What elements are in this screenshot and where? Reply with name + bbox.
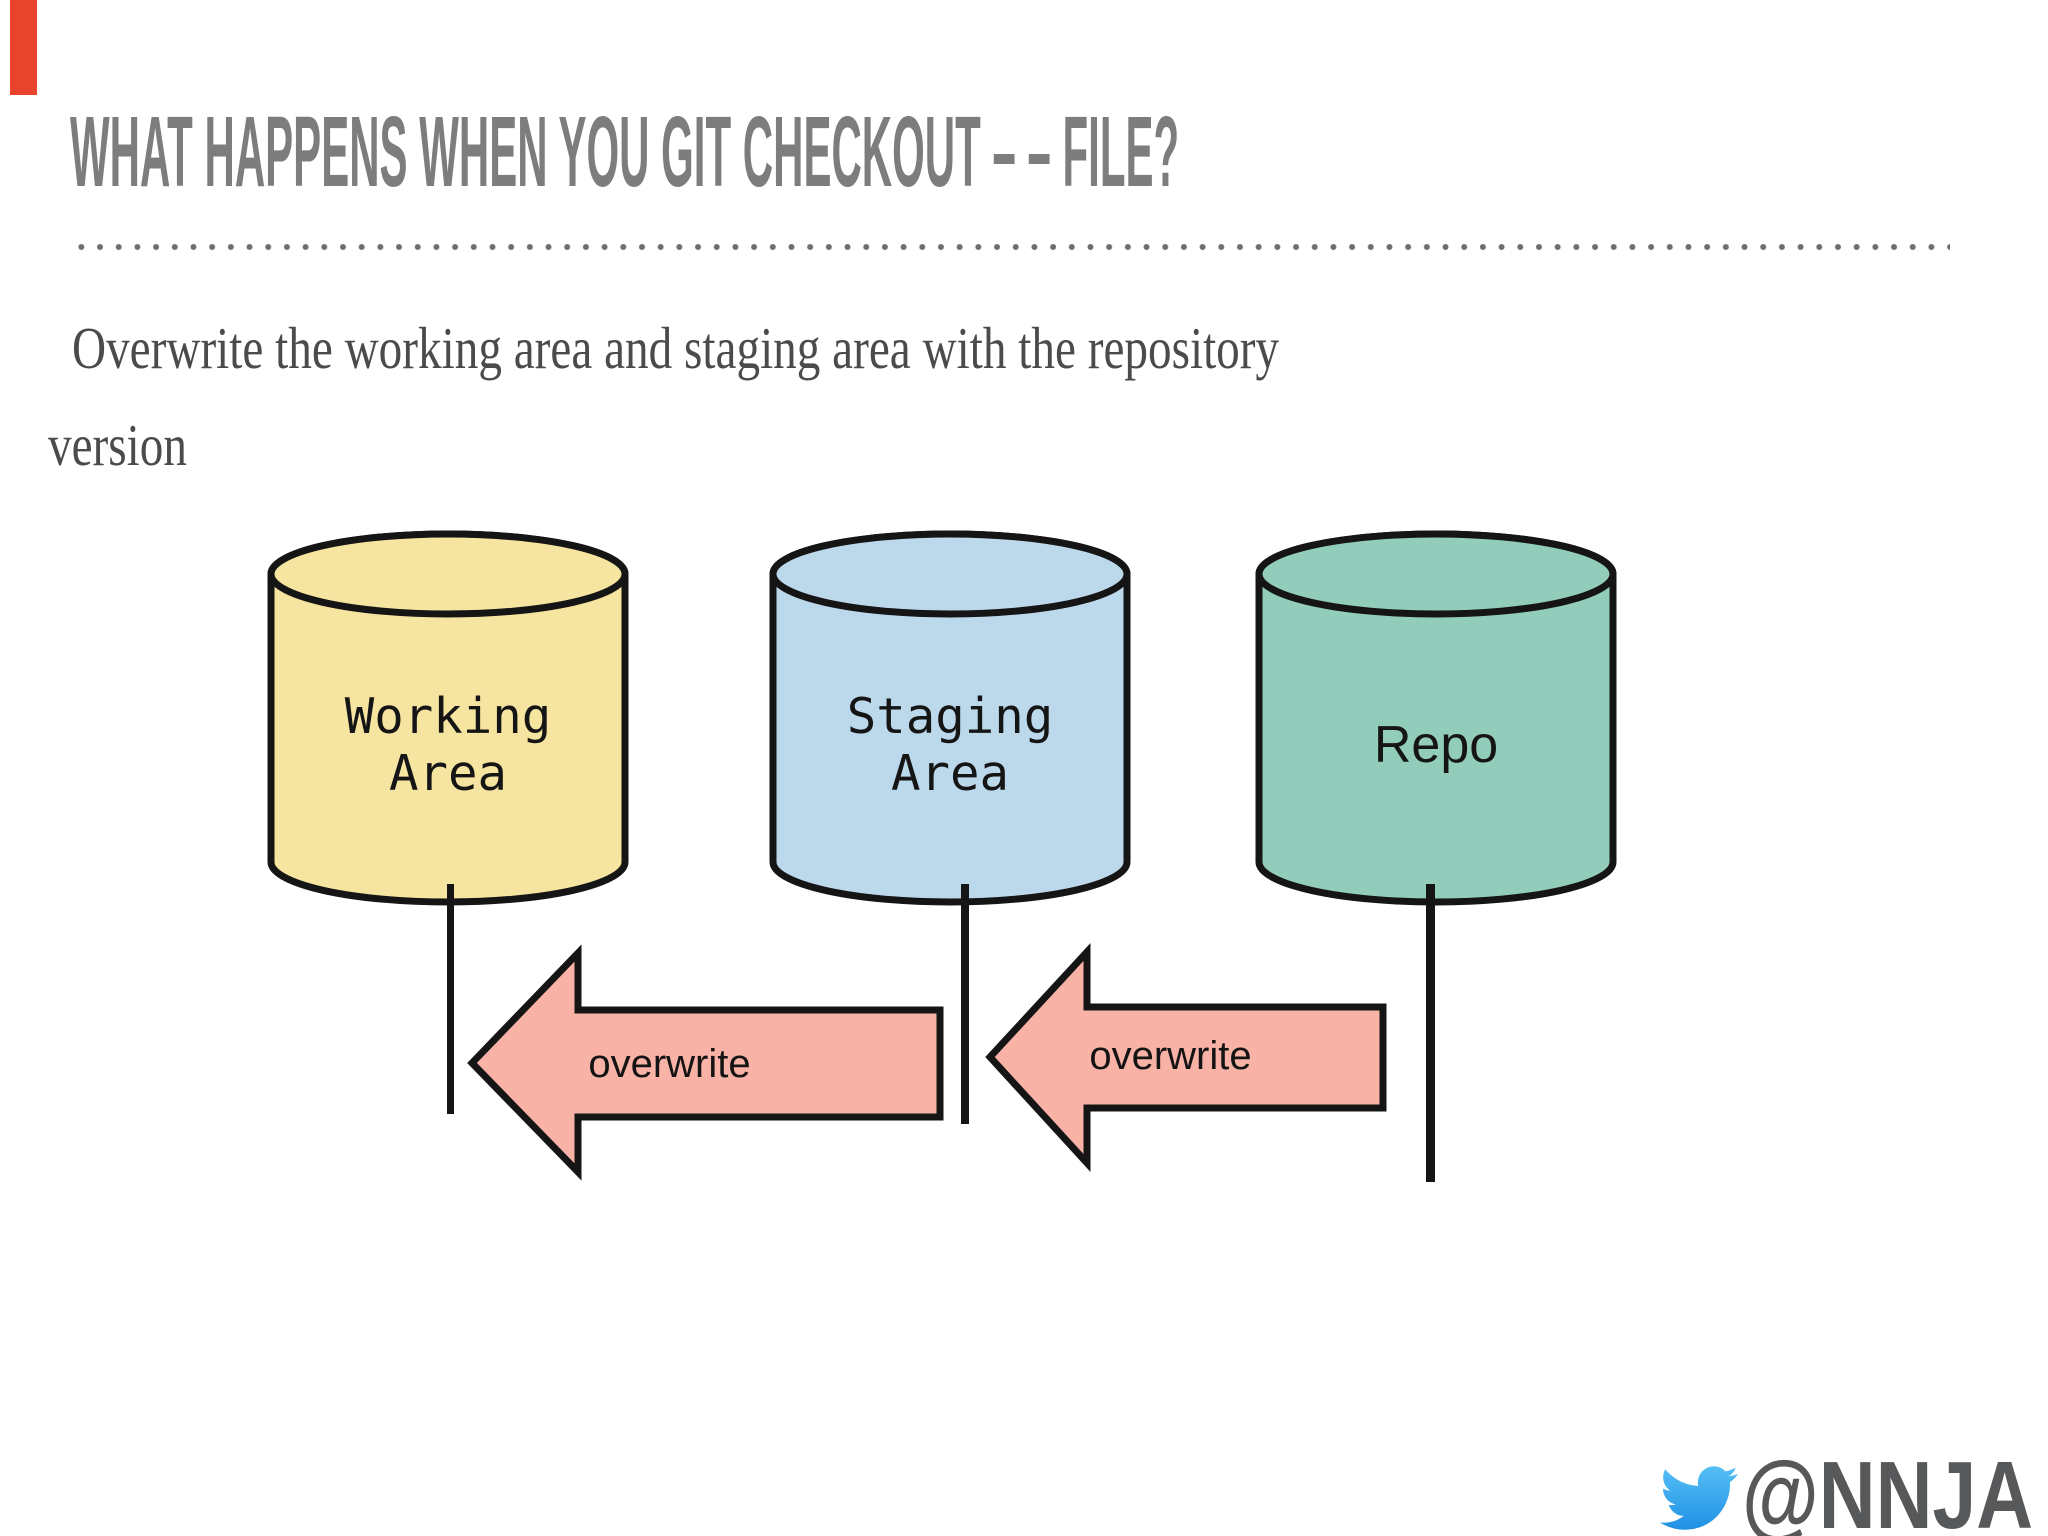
- repo-drop-line: [1426, 884, 1435, 1182]
- cylinder-working-label: Working Area: [344, 688, 552, 802]
- overwrite-arrow-repo-to-staging: [985, 943, 1387, 1173]
- red-accent-rect: [10, 0, 37, 95]
- twitter-handle: @NNJA: [1742, 1442, 2034, 1536]
- overwrite-arrows: [467, 943, 1387, 1181]
- cylinder-staging-shape: [769, 530, 1131, 906]
- staging-drop-line: [961, 884, 969, 1124]
- cylinder-repo-shape: [1255, 530, 1617, 906]
- twitter-bird-icon: [1660, 1466, 1738, 1530]
- overwrite-label-1: overwrite: [588, 1042, 751, 1086]
- subtitle-line-1: Overwrite the working area and staging a…: [72, 315, 1280, 381]
- cylinder-staging-area: Staging Area: [768, 528, 1132, 910]
- cylinder-working-shape: [267, 530, 629, 906]
- cylinder-repo-label: Repo: [1373, 715, 1499, 774]
- cylinder-working-area: Working Area: [266, 528, 630, 910]
- overwrite-label-2: overwrite: [1089, 1034, 1252, 1078]
- footer: @NNJA: [1655, 1438, 2045, 1536]
- cylinder-repo: Repo: [1254, 528, 1618, 910]
- slide-subtitle: Overwrite the working area and staging a…: [48, 300, 1568, 494]
- red-accent-bar: [10, 0, 37, 95]
- overwrite-arrow-staging-to-working: [467, 944, 944, 1181]
- subtitle-line-2: version: [48, 412, 187, 478]
- dotted-divider: [72, 241, 1950, 253]
- slide-title: WHAT HAPPENS WHEN YOU GIT CHECKOUT – – F…: [70, 96, 1180, 208]
- cylinder-staging-label: Staging Area: [846, 688, 1054, 802]
- working-drop-line: [447, 884, 454, 1114]
